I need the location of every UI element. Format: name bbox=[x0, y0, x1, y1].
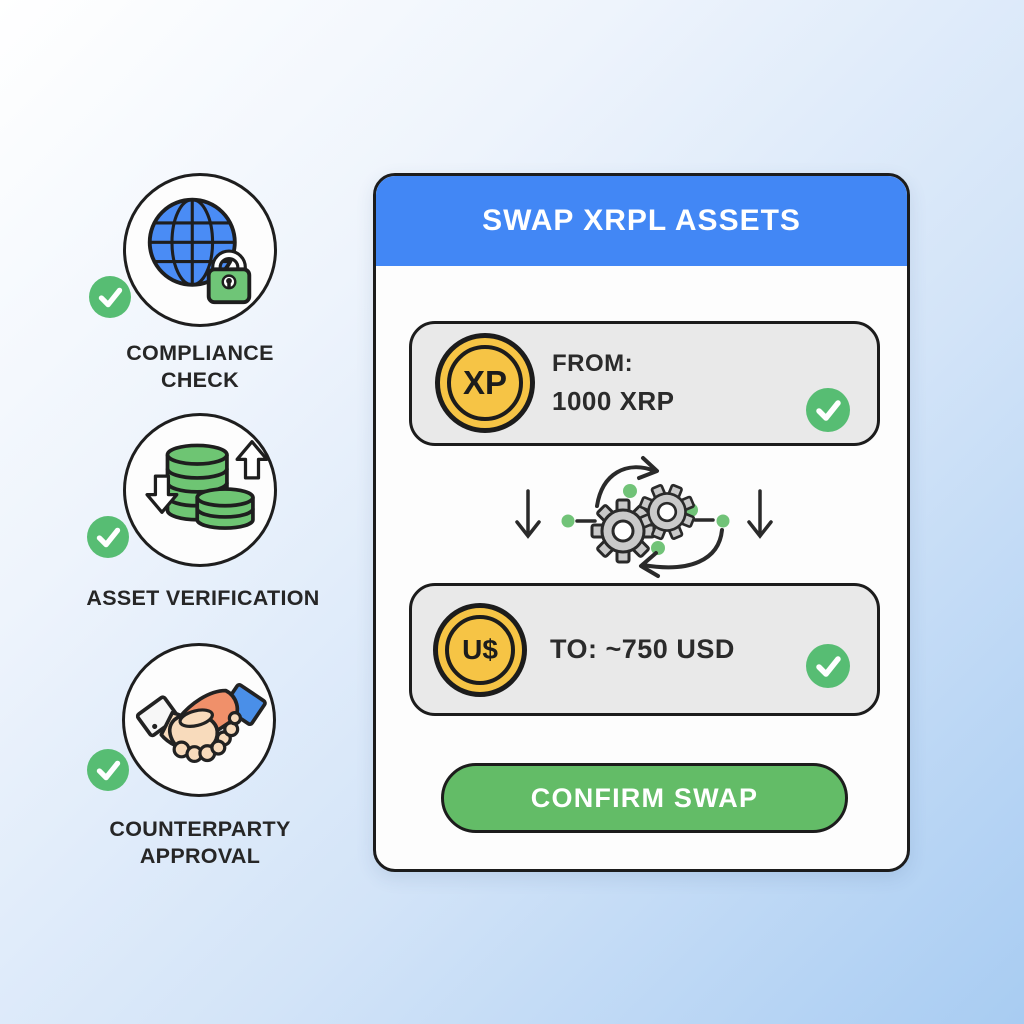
counterparty-step-label: COUNTERPARTY APPROVAL bbox=[60, 816, 340, 870]
usd-coin-icon: U$ bbox=[433, 603, 527, 697]
to-check-badge bbox=[806, 644, 850, 688]
down-arrow-icon bbox=[747, 489, 773, 539]
confirm-swap-label: CONFIRM SWAP bbox=[530, 782, 759, 813]
compliance-step-label-line1: COMPLIANCE bbox=[126, 341, 274, 365]
compliance-step-circle bbox=[123, 173, 277, 327]
handshake-icon bbox=[135, 683, 267, 764]
coin-stacks-icon bbox=[145, 440, 269, 530]
gear-icon bbox=[638, 483, 696, 541]
xrp-coin-label: XP bbox=[447, 345, 523, 421]
compliance-check-badge bbox=[89, 276, 131, 318]
up-arrow-icon bbox=[235, 440, 269, 480]
counterparty-check-badge bbox=[87, 749, 129, 791]
checkmark-icon bbox=[816, 400, 841, 421]
from-label: FROM: bbox=[552, 350, 634, 377]
from-check-badge bbox=[806, 388, 850, 432]
from-amount: 1000 XRP bbox=[552, 386, 675, 416]
lock-icon bbox=[206, 249, 252, 305]
from-asset-row[interactable]: XP FROM: 1000 XRP bbox=[409, 321, 880, 446]
asset-step-circle bbox=[123, 413, 277, 567]
down-arrow-icon bbox=[515, 489, 541, 539]
asset-step-label: ASSET VERIFICATION bbox=[40, 585, 366, 612]
card-header: SWAP XRPL ASSETS bbox=[376, 176, 907, 266]
asset-check-badge bbox=[87, 516, 129, 558]
gear-icon bbox=[590, 498, 656, 564]
counterparty-step-circle bbox=[122, 643, 276, 797]
from-texts: FROM: 1000 XRP bbox=[552, 324, 675, 443]
globe-lock-icon bbox=[147, 197, 252, 305]
to-asset-row[interactable]: U$ TO: ~750 USD bbox=[409, 583, 880, 716]
checkmark-icon bbox=[816, 656, 841, 677]
swap-gears-graphic bbox=[515, 456, 773, 578]
asset-step-label-line1: ASSET VERIFICATION bbox=[86, 586, 320, 610]
xrp-coin-icon: XP bbox=[435, 333, 535, 433]
card-title: SWAP XRPL ASSETS bbox=[482, 204, 801, 237]
cycle-arrows-icon bbox=[595, 456, 724, 578]
counterparty-step-label-line2: APPROVAL bbox=[139, 844, 261, 868]
confirm-swap-button[interactable]: CONFIRM SWAP bbox=[441, 763, 848, 833]
checkmark-icon bbox=[98, 287, 123, 308]
compliance-step-label: COMPLIANCE CHECK bbox=[60, 340, 340, 394]
to-label: TO: ~750 USD bbox=[550, 634, 735, 664]
checkmark-icon bbox=[96, 527, 121, 548]
usd-coin-label: U$ bbox=[445, 615, 515, 685]
checkmark-icon bbox=[96, 760, 121, 781]
swap-card: SWAP XRPL ASSETS XP FROM: 1000 XRP bbox=[373, 173, 910, 872]
counterparty-step-label-line1: COUNTERPARTY bbox=[109, 817, 291, 841]
compliance-step-label-line2: CHECK bbox=[161, 368, 239, 392]
down-arrow-icon bbox=[145, 474, 179, 514]
